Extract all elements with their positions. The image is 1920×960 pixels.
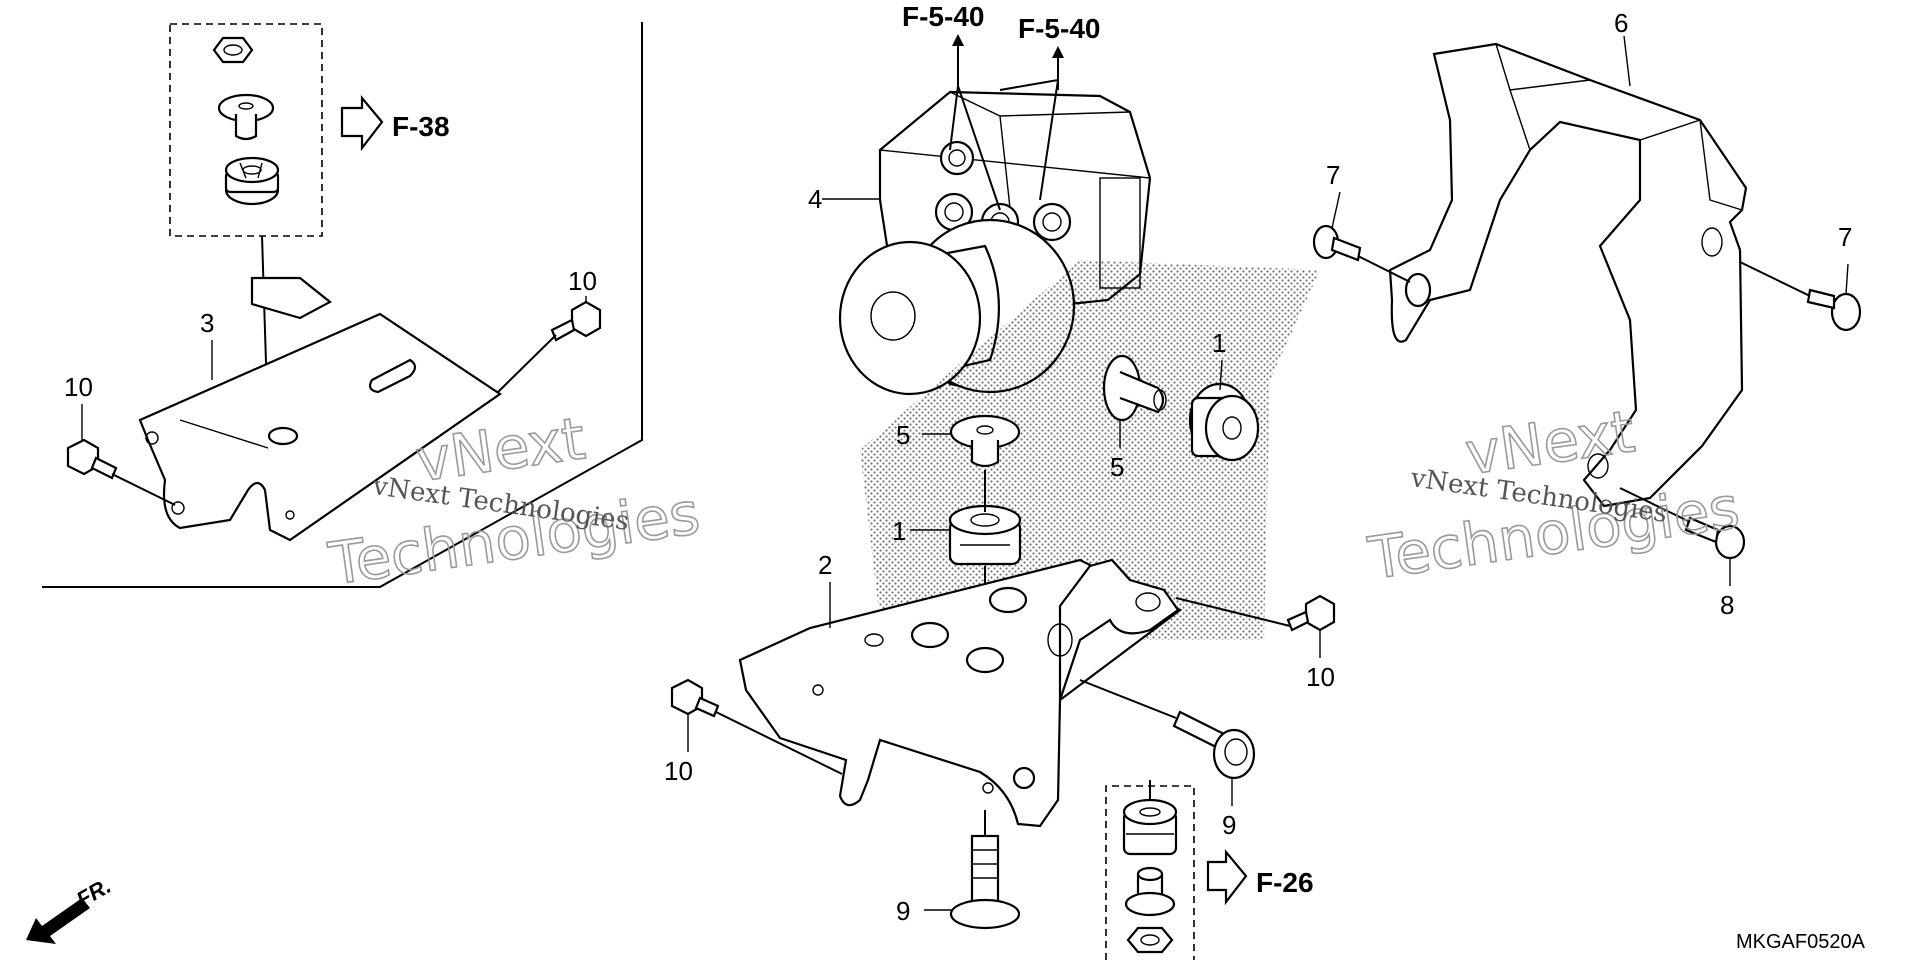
- bracket-part-2: [738, 558, 1183, 828]
- grommet-part-1-left: [948, 504, 1022, 566]
- collar-icon-bottom: [1124, 866, 1176, 917]
- callout-1-right: 1: [1212, 328, 1226, 358]
- callout-10-inset-right: 10: [568, 266, 597, 296]
- callout-10-center-right: 10: [1306, 662, 1335, 692]
- grommet-icon-bottom: [1122, 798, 1178, 856]
- ref-f26-label: F-26: [1256, 867, 1314, 898]
- plate-part-3: [138, 276, 502, 542]
- callout-3: 3: [200, 308, 214, 338]
- diagram-code: MKGAF0520A: [1736, 931, 1866, 953]
- callout-7-left: 7: [1326, 160, 1340, 190]
- collar-icon: [217, 93, 275, 141]
- callout-6: 6: [1614, 8, 1628, 38]
- callout-4: 4: [808, 184, 822, 214]
- ref-f38: F-38: [340, 94, 450, 152]
- collar-part-5-right: [1102, 354, 1167, 422]
- cover-part-6: [1388, 42, 1748, 508]
- bolt-9-right: [1079, 679, 1256, 780]
- ref-f26: F-26: [1206, 848, 1314, 906]
- collar-part-5-top: [949, 414, 1021, 468]
- mount-kit-group: [1105, 780, 1195, 960]
- callout-2: 2: [818, 550, 832, 580]
- callouts: 4 1 5 5 1 2 3 10 10 10 10 9 9 6 7 7 8: [64, 8, 1852, 926]
- callout-8: 8: [1720, 590, 1734, 620]
- ref-f38-label: F-38: [392, 111, 450, 142]
- bolt-10-inset-right: [497, 300, 602, 393]
- callout-7-right: 7: [1838, 222, 1852, 252]
- callout-10-inset-left: 10: [64, 372, 93, 402]
- grommet-part-1-right: [1188, 382, 1260, 462]
- callout-10-center-left: 10: [664, 756, 693, 786]
- ref-f5-40-b: F-5-40: [1018, 13, 1100, 44]
- inset-frame: [42, 22, 643, 588]
- bolt-9-bottom: [949, 810, 1021, 930]
- washer-kit-group: [169, 23, 323, 427]
- bolt-10-left: [66, 438, 176, 506]
- nut-icon-bottom: [1126, 926, 1174, 954]
- ref-f5-40-group: F-5-40 F-5-40: [902, 1, 1100, 211]
- callout-9-right: 9: [1222, 810, 1236, 840]
- ref-f5-40-a: F-5-40: [902, 1, 984, 32]
- callout-9-bottom: 9: [896, 896, 910, 926]
- front-direction-arrow: FR.: [26, 873, 115, 944]
- bolt-7-right: [1739, 261, 1862, 332]
- grommet-icon: [224, 156, 280, 206]
- callout-5-right: 5: [1110, 452, 1124, 482]
- bolt-10-center-left: [670, 678, 843, 775]
- bolt-10-center-right: [1175, 594, 1336, 632]
- nut-icon: [212, 36, 254, 64]
- callout-5-left: 5: [896, 420, 910, 450]
- callout-1-left: 1: [892, 516, 906, 546]
- bolt-7-left: [1312, 224, 1411, 283]
- abs-modulator-part-4: [838, 90, 1152, 396]
